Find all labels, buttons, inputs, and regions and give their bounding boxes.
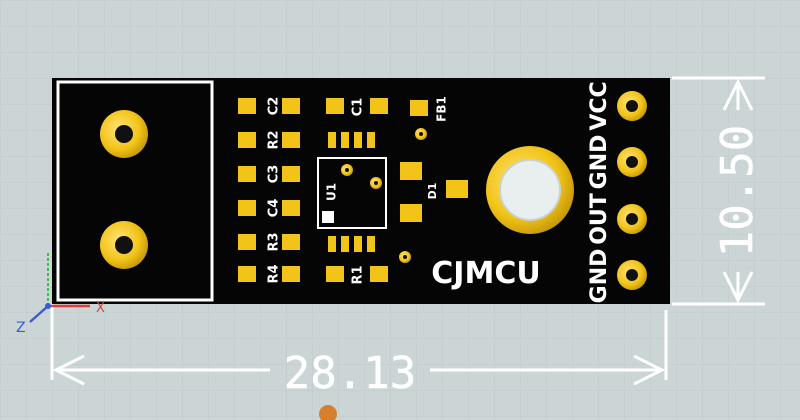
header-pins bbox=[617, 91, 647, 290]
pin-label-gnd-bottom: GND bbox=[587, 249, 612, 304]
c1-pads bbox=[326, 98, 388, 114]
terminal-pad-2 bbox=[100, 221, 148, 269]
label-c1: C1 bbox=[351, 98, 366, 117]
label-d1: D1 bbox=[426, 183, 439, 200]
mounting-hole bbox=[486, 146, 574, 234]
label-c3: C3 bbox=[267, 165, 282, 184]
terminal-pad-1 bbox=[100, 110, 148, 158]
pin-gnd-top bbox=[617, 147, 647, 177]
cursor-marker bbox=[319, 405, 337, 420]
u1-outline bbox=[317, 157, 387, 229]
d1-pads bbox=[400, 162, 468, 222]
label-r3: R3 bbox=[267, 232, 282, 251]
label-r4: R4 bbox=[267, 264, 282, 283]
u1-top-pins bbox=[328, 132, 375, 148]
smd-pads-left bbox=[238, 98, 300, 282]
dimension-width-label: 28.13 bbox=[284, 348, 416, 399]
label-fb1: FB1 bbox=[435, 96, 449, 122]
fb1-pads bbox=[410, 100, 428, 116]
dimension-height-label: 10.50 bbox=[712, 125, 763, 257]
pcb-board[interactable]: C2 R2 C3 C4 R3 R4 C1 U1 bbox=[52, 78, 670, 304]
label-r2: R2 bbox=[267, 130, 282, 149]
dimension-width[interactable] bbox=[50, 304, 668, 386]
brand-label: CJMCU bbox=[431, 256, 540, 291]
pin-out bbox=[617, 204, 647, 234]
pin-label-vcc: VCC bbox=[587, 81, 612, 130]
pin-vcc bbox=[617, 91, 647, 121]
u1-pin1-marker bbox=[322, 211, 334, 223]
pin-label-out: OUT bbox=[587, 193, 612, 245]
terminal-block-outline bbox=[56, 80, 214, 302]
label-r1: R1 bbox=[351, 265, 366, 284]
axis-x-label: X bbox=[96, 301, 105, 316]
label-u1: U1 bbox=[325, 183, 339, 201]
axis-triad: X Z bbox=[16, 252, 105, 336]
label-c4: C4 bbox=[267, 199, 282, 218]
dimension-height[interactable] bbox=[672, 76, 765, 306]
axis-z-label: Z bbox=[16, 320, 26, 336]
label-c2: C2 bbox=[267, 97, 282, 116]
r1-pads bbox=[326, 266, 388, 282]
pin-label-gnd-top: GND bbox=[587, 135, 612, 190]
pin-gnd-bottom bbox=[617, 260, 647, 290]
u1-bottom-pins bbox=[328, 236, 375, 252]
